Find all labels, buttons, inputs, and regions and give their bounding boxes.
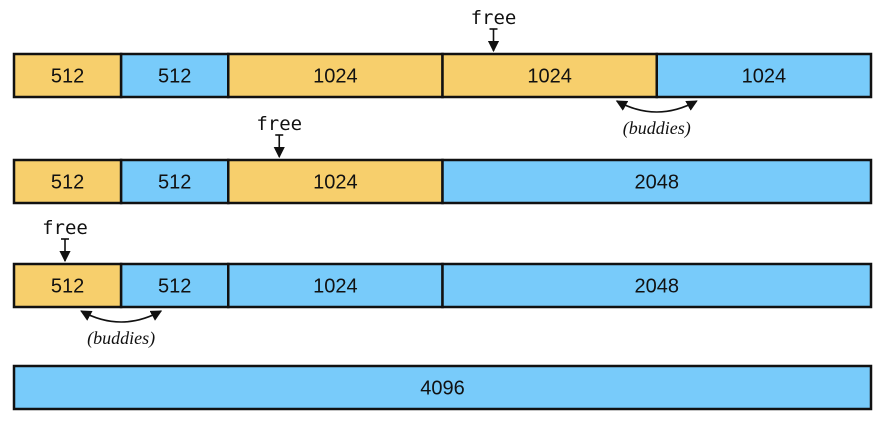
memory-block [119,262,230,309]
memory-block [441,158,873,205]
memory-block [12,364,873,411]
memory-block [12,158,123,205]
memory-block-label: 4096 [420,378,465,400]
memory-block-label: 512 [51,276,84,298]
memory-block-label: 512 [51,172,84,194]
memory-block-label: 1024 [313,66,358,88]
memory-block-label: 512 [51,66,84,88]
memory-block [227,262,444,309]
free-marker-label: free [256,113,302,135]
memory-block [119,52,230,99]
memory-block-label: 2048 [635,276,680,298]
buddies-label: (buddies) [623,118,691,139]
buddies-arrow [80,310,163,323]
free-marker-label: free [42,217,88,239]
memory-block-label: 512 [158,172,191,194]
buddies-arrow [615,100,698,113]
memory-block-label: 512 [158,276,191,298]
free-marker-label: free [471,7,517,29]
buddies-label: (buddies) [87,328,155,349]
memory-block-label: 1024 [742,66,787,88]
memory-block-label: 1024 [313,172,358,194]
memory-block [12,52,123,99]
memory-block-label: 1024 [527,66,572,88]
memory-block [655,52,873,99]
memory-block-label: 1024 [313,276,358,298]
memory-block-label: 512 [158,66,191,88]
memory-block [227,158,444,205]
memory-block [227,52,444,99]
memory-block [12,262,123,309]
memory-block [119,158,230,205]
memory-block [441,262,873,309]
memory-block-label: 2048 [635,172,680,194]
